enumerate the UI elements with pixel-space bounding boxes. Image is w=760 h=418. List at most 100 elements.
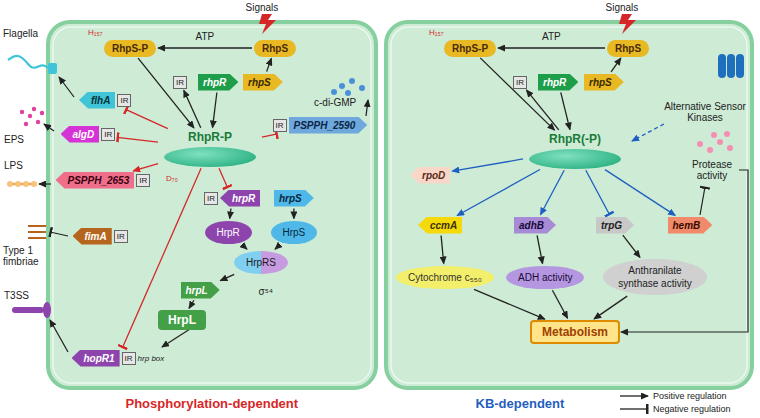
cell-left-inner xyxy=(53,27,371,383)
gene-arrow: rhpS xyxy=(243,74,283,91)
gene-arrow: hrpR xyxy=(220,190,260,207)
regulator-name: RhpR-P xyxy=(188,130,232,145)
gene-box: flhAIR xyxy=(79,92,131,109)
process-box: Metabolism xyxy=(530,320,620,344)
binding-arrow xyxy=(162,329,190,347)
sensor-kinase: RhpS-P xyxy=(104,40,156,57)
node-text: Cytochrome c₅₅₀ xyxy=(408,271,482,284)
gene-box: hrpS xyxy=(274,190,314,207)
gene-arrow: PSPPH_2653 xyxy=(56,172,135,189)
node-text: Anthranilate synthase activity xyxy=(615,264,695,290)
gene-box: rhpR xyxy=(198,74,238,91)
regulator-ellipse xyxy=(164,147,256,167)
signal-bolt xyxy=(619,14,636,34)
activation-connector xyxy=(242,245,247,249)
activation-connector xyxy=(611,58,621,72)
activation-connector xyxy=(189,300,194,308)
gene-arrow: hemB xyxy=(668,217,713,234)
gene-arrow: adhB xyxy=(514,217,556,234)
activation-connector xyxy=(267,58,272,71)
edge-label: ATP xyxy=(194,31,217,42)
flagellum-motor xyxy=(48,63,57,74)
gene-box: rhpS xyxy=(584,74,624,91)
gene-box: IR xyxy=(513,76,527,89)
gene-box: trpG xyxy=(596,217,634,234)
inverted-repeat-box: IR xyxy=(204,192,218,205)
activation-connector xyxy=(133,164,158,171)
inverted-repeat-box: IR xyxy=(173,76,187,89)
node-text: HrpRS xyxy=(246,256,276,269)
inhibition-line xyxy=(50,232,68,236)
regulator-ellipse xyxy=(529,149,621,169)
regulator-protein: RhpR(-P) xyxy=(525,132,625,169)
activation-connector xyxy=(537,235,543,263)
node-text: HrpS xyxy=(283,226,306,239)
activation-connector xyxy=(457,169,540,215)
sensor-kinase: RhpS xyxy=(254,40,296,57)
gene-box: IRhrpR xyxy=(204,190,260,207)
gene-box: PSPPH_2653IR xyxy=(56,172,151,189)
inverted-repeat-box: IR xyxy=(122,352,136,365)
gene-box: adhB xyxy=(514,217,556,234)
activation-connector xyxy=(275,245,280,249)
activation-connector xyxy=(498,47,605,48)
motif-note: hrp box xyxy=(138,354,165,363)
gene-arrow: hrpS xyxy=(274,190,314,207)
annotation-label: c-di-GMP xyxy=(314,97,356,109)
annotation-label: D₇₀ xyxy=(166,174,178,183)
product-arrow xyxy=(39,183,51,184)
gene-arrow: fimA xyxy=(73,228,112,245)
gene-arrow: flhA xyxy=(79,92,115,109)
protein-oval: ADH activity xyxy=(506,266,584,289)
annotation-label: H₁₅₇ xyxy=(429,28,443,37)
sensor-kinase-channel xyxy=(718,54,744,78)
annotation-label: LPS xyxy=(4,160,23,172)
gene-box: rpoD xyxy=(410,167,450,184)
inhibition-connector xyxy=(262,134,277,137)
inhibition-connector xyxy=(586,170,610,214)
node-text: RhpS-P xyxy=(112,42,148,55)
sensor-kinase: RhpS-P xyxy=(444,40,496,57)
node-text: HrpR xyxy=(217,226,240,239)
gene-box: hopR1IRhrp box xyxy=(72,350,165,367)
c-di-gmp-dots xyxy=(331,78,365,96)
protein-oval: Anthranilate synthase activity xyxy=(603,259,707,295)
annotation-label: σ⁵⁴ xyxy=(259,286,274,298)
activation-connector xyxy=(623,235,640,257)
gene-arrow: hrpL xyxy=(181,282,220,299)
annotation-label: EPS xyxy=(4,134,24,146)
gene-box: fimAIR xyxy=(73,228,128,245)
inverted-repeat-box: IR xyxy=(117,94,131,107)
t3ss-base xyxy=(43,302,51,318)
annotation-label: Flagella xyxy=(3,28,38,40)
activation-connector xyxy=(441,235,444,263)
gene-box: ccmA xyxy=(418,217,462,234)
protease-dots xyxy=(697,131,733,153)
fimbriae-rods xyxy=(28,226,46,238)
product-arrow xyxy=(50,320,68,352)
t3ss-needle xyxy=(12,307,44,313)
node-text: RhpS xyxy=(262,42,288,55)
legend-text: Negative regulation xyxy=(653,404,731,414)
node-text: RhpS xyxy=(615,42,641,55)
regulator-protein: RhpR-P xyxy=(160,130,260,167)
activation-route xyxy=(621,170,748,332)
gene-box: IRPSPPH_2590 xyxy=(273,117,368,134)
gene-arrow: ccmA xyxy=(418,217,462,234)
annotation-label: Alternative Sensor Kinases xyxy=(663,101,747,124)
gene-arrow: algD xyxy=(61,126,100,143)
protein-oval: Cytochrome c₅₅₀ xyxy=(396,266,494,289)
gene-box: hrpL xyxy=(181,282,220,299)
inhibition-connector xyxy=(219,168,228,187)
inverted-repeat-box: IR xyxy=(101,128,115,141)
gene-box: algDIR xyxy=(61,126,116,143)
inverted-repeat-box: IR xyxy=(136,174,150,187)
annotation-label: Type 1 fimbriae xyxy=(3,245,47,268)
node-text: ADH activity xyxy=(518,271,572,284)
activation-connector xyxy=(220,274,234,280)
flagellum xyxy=(8,56,48,68)
gene-arrow: trpG xyxy=(596,217,634,234)
annotation-label: Protease activity xyxy=(680,159,744,182)
protein-oval: HrpR xyxy=(205,221,252,244)
gene-arrow: rhpR xyxy=(538,74,578,91)
